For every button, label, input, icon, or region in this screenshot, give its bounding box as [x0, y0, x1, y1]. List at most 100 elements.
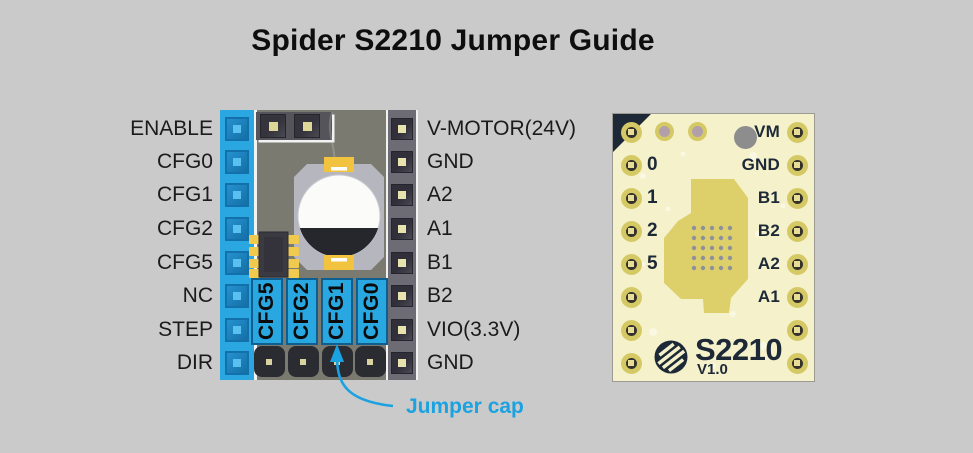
pcb-copper-pour [664, 179, 748, 313]
pcb-pad [786, 253, 808, 275]
pcb-via-dot [718, 225, 724, 231]
pcb-pad [620, 187, 642, 209]
pin-label-right: GND [427, 150, 474, 173]
pin-contact [398, 125, 406, 133]
pin-label-right: GND [427, 351, 474, 374]
pcb-via-dot [727, 265, 733, 271]
pcb-via-dot [709, 225, 715, 231]
pcb-pad-label-right: A1 [757, 287, 780, 306]
pad-center [628, 129, 634, 135]
pcb-pad-label-right: GND [741, 155, 780, 174]
blue-pin-socket [225, 251, 249, 275]
pcb-via-dot [718, 245, 724, 251]
header-pin [260, 114, 286, 138]
pin-contact [398, 259, 406, 267]
pcb-pad [786, 352, 808, 374]
separator-line [416, 110, 418, 380]
pin-label-left: ENABLE [130, 117, 213, 140]
pad-center [794, 228, 800, 234]
pcb-via-dot [709, 255, 715, 261]
pad-center [628, 327, 634, 333]
spider-logo-icon [654, 340, 688, 374]
pcb-via-dot [709, 245, 715, 251]
pcb-via-dot [691, 255, 697, 261]
pcb-pad-label-left: 0 [647, 154, 658, 175]
pin-contact [334, 358, 340, 365]
pin-label-right: A2 [427, 183, 453, 206]
pcb-via-dot [718, 235, 724, 241]
pad-center [628, 162, 634, 168]
pcb-pad [620, 319, 642, 341]
gray-pin-socket [391, 285, 413, 307]
blue-pin-socket [225, 284, 249, 308]
pin-label-left: CFG5 [156, 251, 213, 274]
pad-center [794, 294, 800, 300]
pcb-pad [786, 286, 808, 308]
blue-pin-socket [225, 351, 249, 375]
blue-pin-socket [225, 217, 249, 241]
pcb-pad-label-right: B1 [757, 188, 780, 207]
gray-pin-socket [391, 252, 413, 274]
pin-contact [398, 158, 406, 166]
pcb-via-dot [700, 245, 706, 251]
pin-label-left: STEP [158, 318, 213, 341]
pcb-via-dot [691, 265, 697, 271]
gray-pin-socket [391, 218, 413, 240]
jumper-cell-label: CFG5 [255, 282, 278, 341]
pin-contact [300, 358, 306, 365]
pad-center [794, 360, 800, 366]
pin-contact [266, 358, 272, 365]
jumper-cell-cfg2: CFG2 [286, 278, 318, 345]
pcb-pad-label-right: VM [754, 122, 780, 141]
pin-contact [398, 326, 406, 334]
pin-label-right: B2 [427, 284, 453, 307]
pin-label-right: A1 [427, 217, 453, 240]
blue-pin-socket [225, 150, 249, 174]
pcb-pad [786, 154, 808, 176]
pcb-silkscreen-version: V1.0 [697, 361, 728, 378]
pcb-speckles [640, 151, 786, 369]
pcb-pad [786, 220, 808, 242]
header-pin [294, 114, 320, 138]
pcb-mounting-hole [687, 121, 707, 141]
pcb-pad-label-right: A2 [757, 254, 780, 273]
pcb-via-dot [691, 235, 697, 241]
pad-center [794, 129, 800, 135]
pin-label-left: CFG0 [156, 150, 213, 173]
pcb-mounting-hole [654, 121, 674, 141]
top-pin-header [256, 112, 332, 140]
pad-center [794, 195, 800, 201]
pad-center [794, 327, 800, 333]
bottom-header-pin [287, 346, 319, 377]
pcb-pad [620, 352, 642, 374]
pcb-via-dot [691, 245, 697, 251]
pcb-via-dot [727, 255, 733, 261]
pcb-pad-label-right: B2 [757, 221, 780, 240]
pin-contact [233, 359, 241, 367]
blue-pin-socket [225, 183, 249, 207]
pin-contact [367, 358, 373, 365]
pcb-via-dot [718, 265, 724, 271]
pad-center [628, 228, 634, 234]
pin-contact [398, 359, 406, 367]
pad-center [628, 195, 634, 201]
pin-contact [302, 121, 312, 131]
gray-pin-socket [391, 184, 413, 206]
pcb-via-dots [691, 225, 733, 271]
pin-label-left: CFG2 [156, 217, 213, 240]
pcb-silkscreen-name: S2210 [695, 332, 783, 367]
pcb-via-dot [727, 225, 733, 231]
pin-label-right: V-MOTOR(24V) [427, 117, 576, 140]
pcb-via-dot [709, 265, 715, 271]
pcb-pad [786, 187, 808, 209]
pad-center [794, 162, 800, 168]
pin-contact [398, 191, 406, 199]
pcb-vm-hole [733, 125, 757, 149]
pcb-via-dot [700, 235, 706, 241]
pin-contact [233, 125, 241, 133]
pcb-pad [620, 154, 642, 176]
pin-contact [268, 121, 278, 131]
pad-center [628, 360, 634, 366]
